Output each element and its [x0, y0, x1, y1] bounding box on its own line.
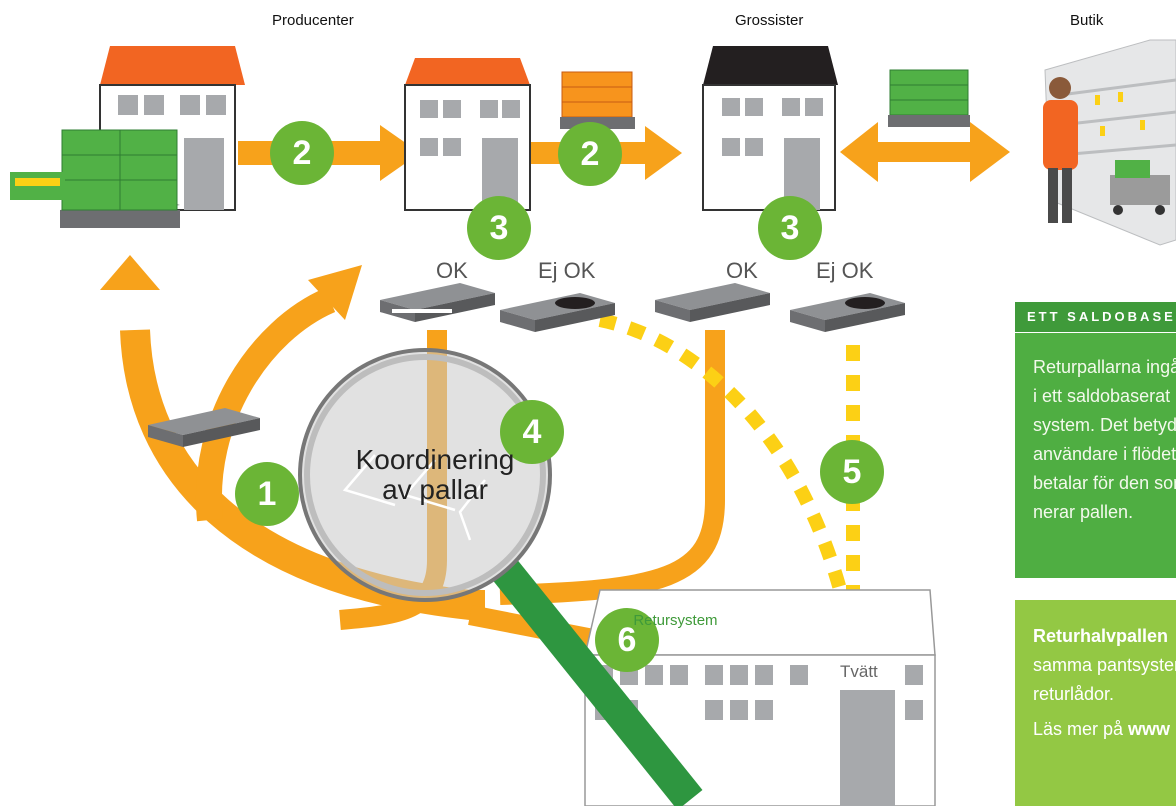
- label-not-ok-2: Ej OK: [816, 258, 874, 283]
- coordination-line-1: Koordinering: [355, 444, 515, 475]
- info2-line: returlådor.: [1033, 684, 1115, 704]
- facility-wash-label: Tvätt: [840, 662, 878, 681]
- header-store: Butik: [1070, 12, 1104, 29]
- coordination-label: Koordinering av pallar: [340, 445, 530, 505]
- arrow-head-to-factory: [308, 265, 362, 320]
- step-badge-2a: 2: [270, 121, 334, 185]
- step-badge-5: 5: [820, 440, 884, 504]
- step-badge-3b: 3: [758, 196, 822, 260]
- step-badge-6: 6: [595, 608, 659, 672]
- magnifier-icon: [298, 348, 703, 806]
- step-badge-1: 1: [235, 462, 299, 526]
- orange-goods-pallet: [560, 71, 635, 129]
- info-line: system. Det betyder: [1033, 415, 1176, 435]
- label-not-ok-1: Ej OK: [538, 258, 596, 283]
- wholesaler-building: [702, 46, 838, 211]
- pallet-not-ok-2: [790, 293, 905, 332]
- step-badge-4: 4: [500, 400, 564, 464]
- producer-pallet-with-goods: [10, 129, 180, 228]
- info-panel-title: ETT SALDOBASERAT: [1015, 302, 1176, 332]
- info-line: Returpallarna ingår: [1033, 357, 1176, 377]
- coordination-line-2: av pallar: [382, 474, 488, 505]
- pallet-ok-1: [380, 283, 495, 322]
- forward-arrows: [238, 122, 1010, 182]
- info-line: i ett saldobaserat: [1033, 386, 1171, 406]
- dashed-return-arrows: [598, 313, 860, 635]
- info-line: nerar pallen.: [1033, 502, 1134, 522]
- info-line: användare i flödet: [1033, 444, 1176, 464]
- info2-more-prefix: Läs mer på: [1033, 719, 1129, 739]
- info-panel: Returpallarna ingår i ett saldobaserat s…: [1015, 333, 1176, 578]
- label-ok-2: OK: [726, 258, 758, 283]
- facility-name: Retursystem: [625, 612, 718, 629]
- pallet-ok-2: [655, 283, 770, 322]
- info-panel-2: Returhalvpallen samma pantsystem returlå…: [1015, 600, 1176, 806]
- middle-building: [404, 58, 531, 211]
- pallet-not-ok-1: [500, 293, 615, 332]
- info-line: betalar för den som: [1033, 473, 1176, 493]
- arrow-head-up-left: [100, 255, 160, 290]
- store-scene: [1043, 39, 1176, 246]
- step-badge-3a: 3: [467, 196, 531, 260]
- header-wholesalers: Grossister: [735, 12, 804, 29]
- facility-name-text: Retursystem: [633, 612, 718, 629]
- pallet-returning: [148, 408, 260, 447]
- header-producers: Producenter: [272, 12, 354, 29]
- info2-bold: Returhalvpallen: [1033, 626, 1169, 646]
- info2-line: samma pantsystem: [1033, 655, 1176, 675]
- info2-more: Läs mer på www: [1033, 715, 1176, 744]
- info2-more-link[interactable]: www: [1128, 719, 1171, 739]
- label-ok-1: OK: [436, 258, 468, 283]
- step-badge-2b: 2: [558, 122, 622, 186]
- green-goods-pallet: [888, 69, 970, 127]
